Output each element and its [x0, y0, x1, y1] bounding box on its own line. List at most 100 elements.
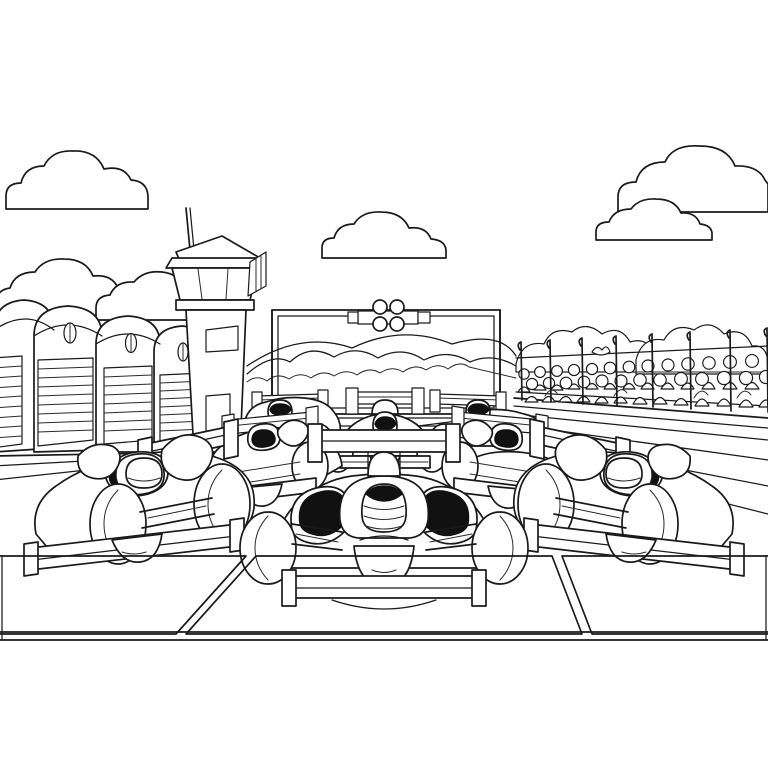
cloud-top-right	[617, 144, 768, 213]
spectator	[632, 373, 648, 405]
car-front-right-suspension-upper	[555, 497, 629, 513]
fence-post	[578, 337, 584, 405]
pole-car-tyre-inner	[499, 515, 514, 581]
car-front-right-helmet	[605, 457, 643, 489]
spectator	[716, 370, 732, 407]
car-front-left-suspension-upper	[139, 497, 213, 513]
car-row3-right-wing-slot	[437, 397, 501, 401]
start-light-lamp	[389, 299, 405, 315]
spectator	[652, 373, 668, 405]
pole-car-helmet-band	[363, 515, 405, 520]
car-front-right-endplate	[529, 418, 545, 460]
car-front-right-wing-endplate	[729, 541, 745, 577]
pole-car-wishbone-upper-right	[425, 523, 477, 533]
hill-ridge-near	[246, 363, 517, 383]
tower-window-mullion	[197, 268, 203, 300]
grandstand-top-rail	[515, 345, 768, 359]
pole-car-wishbone-upper-left	[291, 523, 343, 533]
spectator	[694, 372, 710, 407]
garage-roller-door-2	[37, 357, 94, 447]
spectator	[558, 376, 573, 403]
pole-car-tyre-left	[239, 511, 297, 585]
pole-car-helmet-band	[365, 525, 403, 530]
cloud-mid-right	[595, 198, 713, 241]
tower-antenna	[185, 207, 191, 251]
car-front-right-pushrod	[561, 505, 621, 519]
car-front-left-helmet-line	[127, 477, 161, 482]
car-row2-center-endplate	[345, 387, 359, 415]
start-light-side-panel	[347, 311, 359, 324]
garage-roller-door-1	[0, 355, 23, 448]
track-lane-line	[511, 413, 768, 441]
fence-post	[612, 335, 618, 406]
sky-layer	[0, 144, 768, 321]
spectator	[744, 354, 760, 390]
car-front-left-nose-tip	[121, 551, 147, 555]
car-front-left-pushrod	[147, 505, 207, 519]
car-front-center	[239, 423, 529, 610]
car-front-right	[512, 418, 745, 577]
car-row2-left-visor	[251, 429, 276, 448]
spectator	[673, 372, 689, 406]
car-front-right-airbox	[554, 434, 608, 481]
spectator	[640, 359, 655, 390]
pole-car-floor-shadow	[331, 599, 437, 610]
spectator	[576, 375, 591, 403]
pole-car-front-wing-endplate-left	[281, 569, 297, 607]
car-front-right-nose-tip	[621, 551, 647, 555]
car-row2-left-airbox	[276, 419, 310, 447]
pole-car-rear-endplate	[445, 423, 461, 463]
spectator-raised-arm	[736, 390, 752, 399]
pole-car-nose-tip	[371, 569, 397, 573]
start-light-side-panel	[417, 311, 431, 324]
cloud-top-left	[5, 150, 149, 210]
fence-post	[763, 327, 768, 413]
grid-box-right	[561, 555, 768, 635]
car-front-right-headrest	[647, 443, 692, 480]
grid-box-left	[0, 555, 247, 635]
pole-car-tyre-inner	[254, 515, 269, 581]
hill-ridge-mid	[246, 350, 517, 375]
tower-window-mullion	[225, 268, 229, 300]
pole-car-roll-hoop	[367, 451, 401, 477]
pole-car-pushrod-left	[295, 533, 339, 543]
garage-roller-door-3	[103, 365, 153, 445]
car-row2-right-visor	[494, 429, 519, 448]
pole-car-wishbone-lower-right	[425, 543, 477, 551]
car-front-left-wing-endplate	[23, 541, 39, 577]
tower-antenna-shadow	[189, 207, 195, 251]
fence-post	[726, 329, 732, 412]
car-front-left-headrest	[76, 443, 121, 480]
spectator-raised-arm	[693, 390, 709, 399]
spectator	[738, 370, 754, 408]
pole-car-visor	[365, 485, 403, 502]
garage-roof-seam	[95, 333, 161, 345]
spectator-raised-arm	[613, 389, 628, 397]
spectator	[758, 369, 768, 408]
car-row3-right-wing-endplate	[429, 389, 441, 413]
grandstand-base-rail	[513, 397, 768, 419]
spectator	[622, 360, 636, 390]
pole-car-engine-cover	[359, 535, 409, 541]
tower-sill	[175, 299, 255, 311]
crowd-row-front	[524, 369, 768, 408]
tower-glass-box	[171, 267, 259, 301]
spectator-with-flag	[591, 346, 611, 356]
garage-roof-seam	[0, 318, 55, 331]
grandstand-base-rail-2	[513, 405, 768, 429]
start-light-lamp	[372, 316, 388, 332]
car-front-left-helmet	[125, 457, 163, 489]
pole-car-pushrod-right	[429, 533, 473, 543]
car-front-left-airbox	[160, 434, 214, 481]
pole-car-rear-endplate	[307, 423, 323, 463]
car-row2-center-endplate	[411, 387, 425, 415]
grid-box-center	[185, 555, 583, 635]
car-front-left-nose	[111, 533, 163, 563]
hill-ridge-far	[246, 334, 517, 367]
car-front-left	[23, 418, 256, 577]
pole-car-wishbone-lower-left	[291, 543, 343, 551]
catch-fence	[517, 327, 768, 413]
fence-post	[546, 339, 552, 403]
fence-post	[648, 333, 654, 408]
